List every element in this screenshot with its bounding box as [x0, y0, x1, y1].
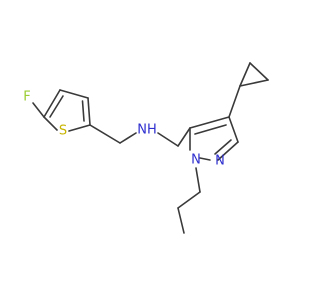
- bond-pyrazole-c3-n2: [217, 141, 239, 161]
- atom-sulfur: S: [59, 124, 67, 139]
- bond-nh-ch2: [157, 132, 179, 147]
- bond-pyrazole-c5-c4-double: [194, 124, 227, 135]
- bond-propyl-3: [177, 207, 185, 234]
- atom-pyrazole-n1: N: [191, 153, 201, 168]
- bond-cyclopropyl-a: [239, 62, 251, 87]
- bond-pyrazole-c5-c4: [189, 116, 230, 129]
- bond-thiophene-c4-c5-double: [49, 95, 64, 118]
- atom-labels: F S NH N N: [23, 90, 225, 169]
- bond-cyclopropyl-c: [239, 79, 269, 87]
- bond-propyl-2: [177, 191, 201, 209]
- bond-pyrazole-c4-c3: [228, 116, 239, 143]
- bond-thiophene-c5-s: [43, 116, 58, 131]
- bonds: [32, 62, 269, 234]
- bond-c-f: [32, 102, 45, 118]
- atom-fluorine: F: [23, 90, 30, 105]
- bond-ch2-nh: [119, 132, 137, 144]
- bond-thiophene-c2-c3-double: [81, 100, 85, 122]
- bond-c3-cyclopropyl: [228, 85, 241, 118]
- molecule-structure: F S NH N N: [23, 62, 269, 234]
- atom-pyrazole-n2: N: [215, 154, 225, 169]
- bond-thiophene-c2-c3: [87, 97, 91, 126]
- atom-amine: NH: [137, 123, 157, 138]
- bond-ch2-pyrazole: [177, 127, 191, 147]
- bond-thiophene-s-c2: [68, 124, 91, 132]
- bond-c2-ch2: [89, 124, 121, 144]
- bond-cyclopropyl-b: [249, 62, 269, 81]
- bond-thiophene-c4-c5: [43, 89, 61, 118]
- bond-pyrazole-c3-n2-double: [214, 139, 232, 155]
- bond-n1-propyl-1: [195, 167, 201, 193]
- bond-pyrazole-n2-n1: [199, 157, 211, 161]
- bond-thiophene-c3-c4: [59, 89, 89, 99]
